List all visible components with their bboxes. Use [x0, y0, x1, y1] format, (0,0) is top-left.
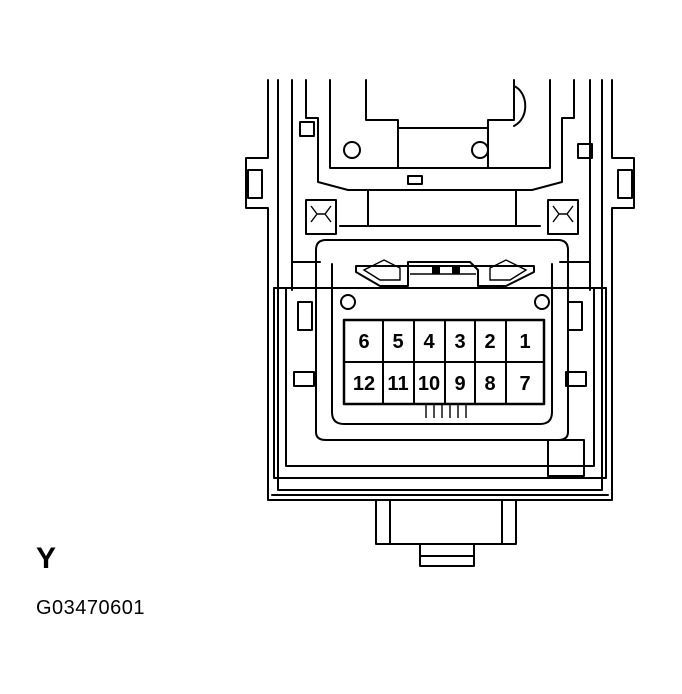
pin-label-bottom-5: 8	[484, 373, 495, 395]
pin-label-top-5: 2	[484, 331, 495, 353]
pin-label-top-1: 6	[358, 331, 369, 353]
connector-receptacle	[315, 239, 569, 441]
pin-label-top-3: 4	[423, 331, 435, 353]
view-label: Y	[36, 542, 57, 575]
pin-label-top-4: 3	[454, 331, 465, 353]
pin-label-bottom-3: 10	[418, 373, 440, 395]
figure-code: G03470601	[36, 597, 146, 619]
switch-housing	[245, 79, 635, 501]
pin-label-bottom-2: 11	[387, 373, 408, 395]
pin-grid	[342, 318, 546, 418]
pin-label-top-2: 5	[392, 331, 403, 353]
pin-label-bottom-6: 7	[519, 373, 530, 395]
top-mechanism	[299, 79, 593, 241]
pin-label-top-6: 1	[519, 331, 530, 353]
pin-label-bottom-1: 12	[353, 373, 375, 395]
pin-label-bottom-4: 9	[454, 373, 465, 395]
bottom-plug	[375, 499, 517, 567]
